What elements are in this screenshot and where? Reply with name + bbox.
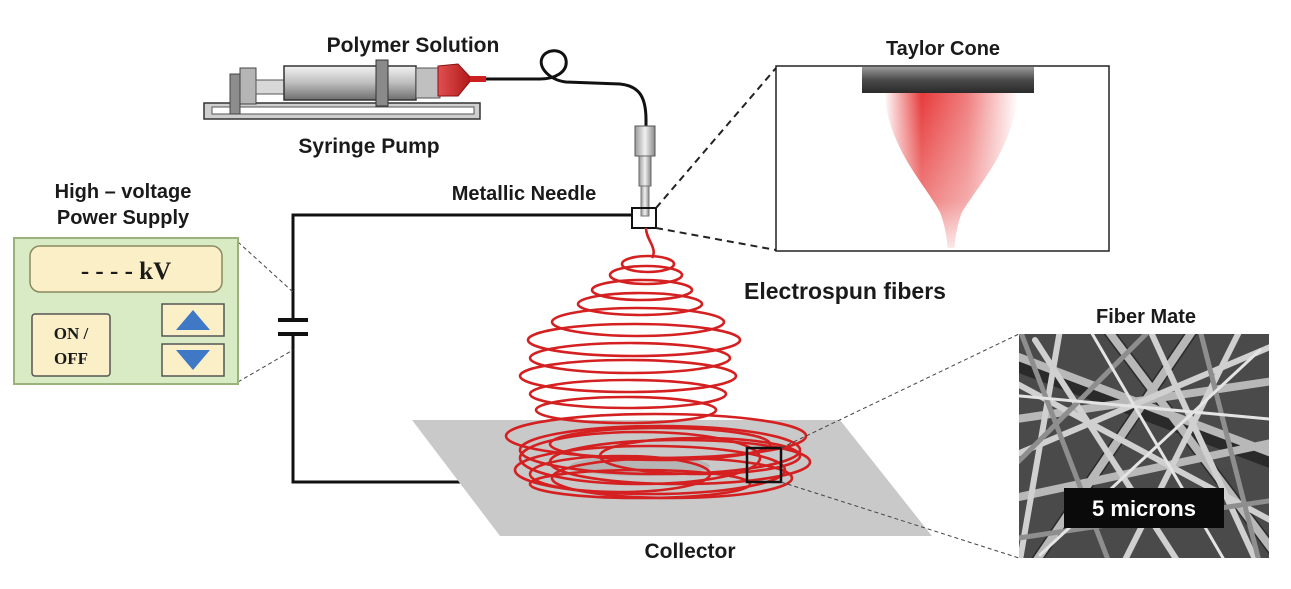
syringe-pump-label: Syringe Pump bbox=[298, 135, 439, 158]
voltage-down-button[interactable] bbox=[161, 343, 225, 377]
power-supply-panel: - - - - kV ON / OFF bbox=[13, 237, 239, 385]
syringe-pump bbox=[203, 59, 486, 120]
power-supply-label-2: Power Supply bbox=[57, 207, 190, 229]
triangle-up-icon bbox=[176, 310, 210, 330]
taylor-cone-label: Taylor Cone bbox=[886, 38, 1000, 60]
collector-label: Collector bbox=[644, 540, 735, 563]
electrospun-fibers-label: Electrospun fibers bbox=[744, 278, 946, 304]
fiber-jet bbox=[504, 227, 812, 500]
feed-tube bbox=[486, 49, 648, 128]
taylor-cone-inset bbox=[655, 65, 1110, 252]
kv-display bbox=[29, 245, 223, 293]
needle-zoom-box bbox=[631, 207, 657, 229]
scale-bar bbox=[1064, 488, 1224, 528]
on-off-label-1: ON / bbox=[54, 324, 89, 343]
voltage-up-button[interactable] bbox=[161, 303, 225, 337]
fiber-mate-label: Fiber Mate bbox=[1096, 306, 1196, 328]
sem-micrograph: 5 microns bbox=[1019, 334, 1269, 558]
on-off-label-2: OFF bbox=[54, 349, 88, 368]
polymer-solution-label: Polymer Solution bbox=[327, 34, 500, 57]
power-supply-label-1: High – voltage bbox=[55, 181, 192, 203]
scale-bar-label: 5 microns bbox=[1092, 496, 1196, 521]
triangle-down-icon bbox=[176, 350, 210, 370]
metallic-needle-label: Metallic Needle bbox=[452, 183, 597, 205]
on-off-button[interactable]: ON / OFF bbox=[31, 313, 111, 377]
kv-readout: - - - - kV bbox=[81, 258, 171, 285]
circuit-wires bbox=[278, 213, 631, 484]
fiber-zoom-box bbox=[745, 446, 783, 484]
needle-assembly bbox=[631, 125, 657, 229]
